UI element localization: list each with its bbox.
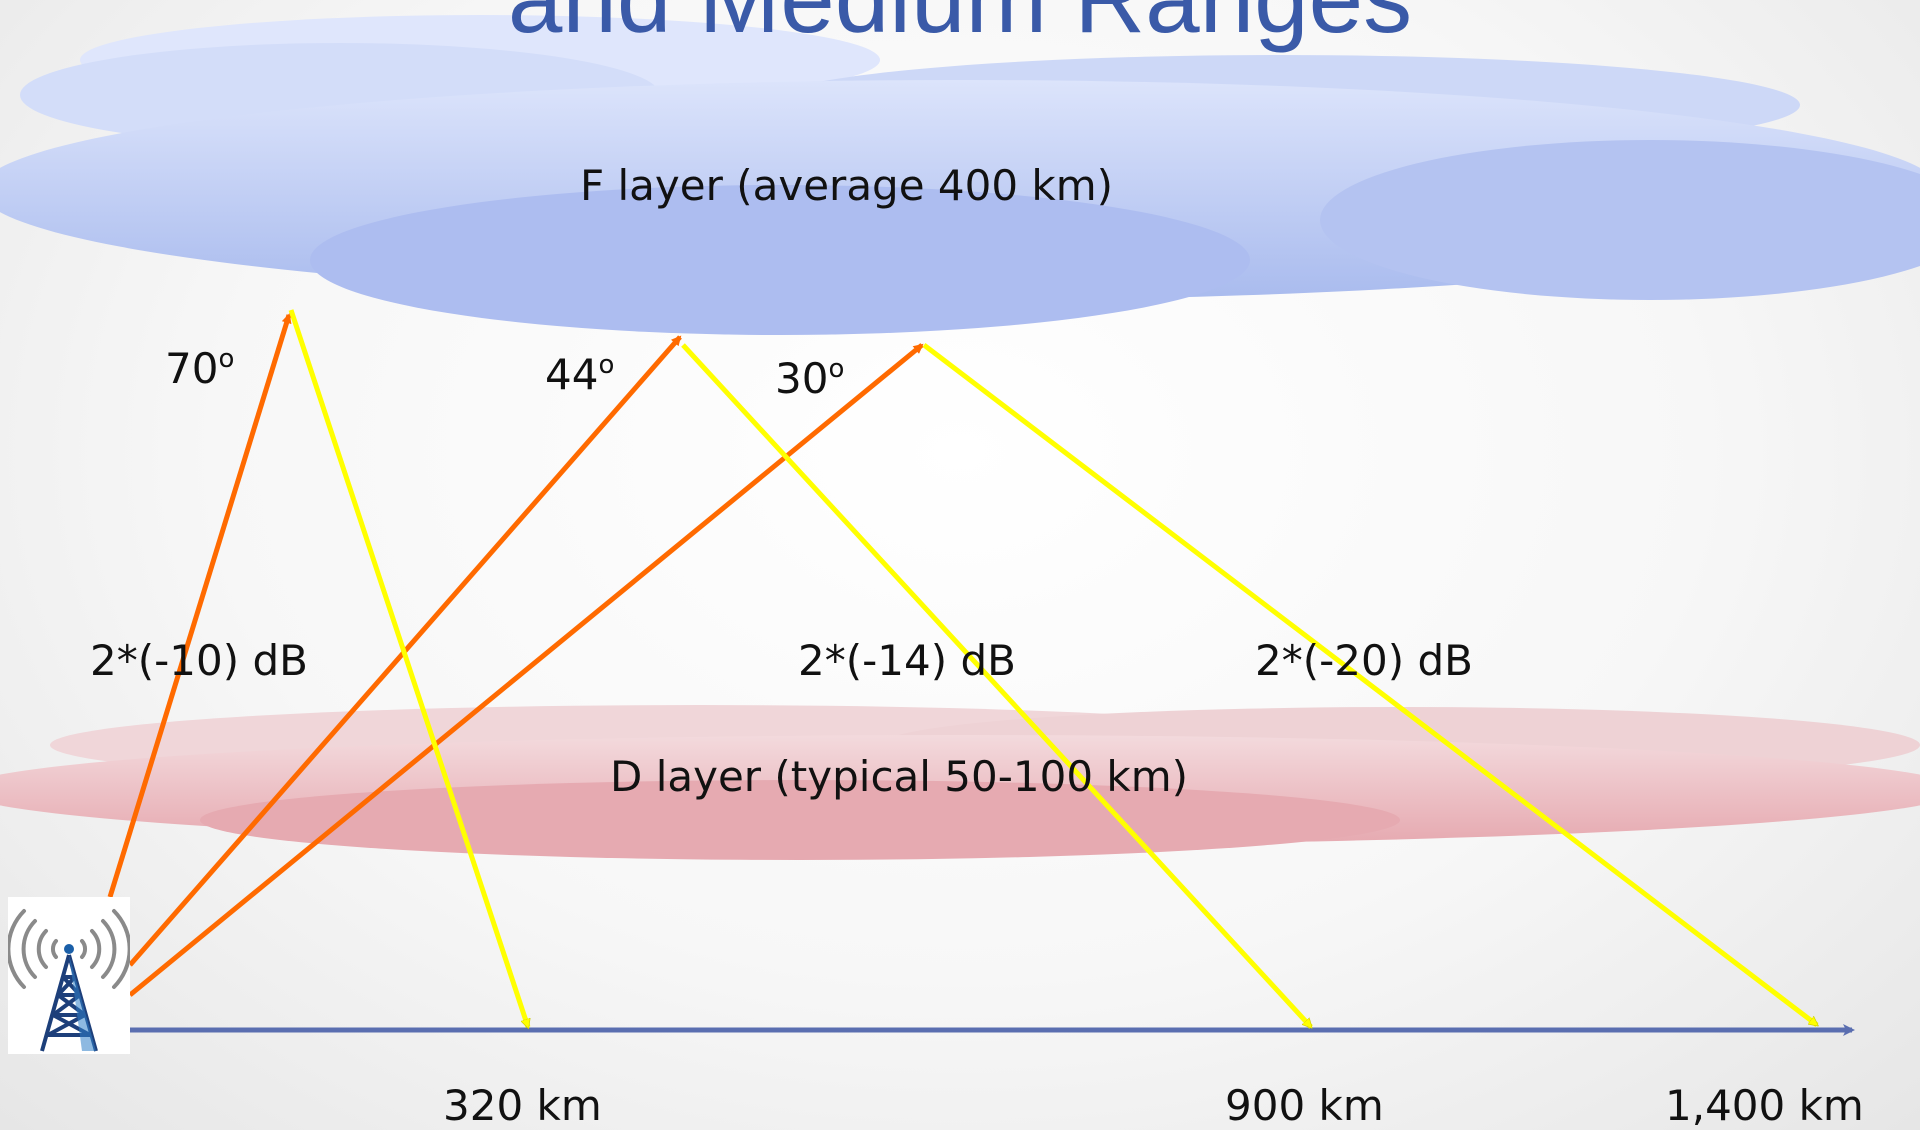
incident-ray-30: [128, 343, 924, 997]
reflected-ray-900km: [681, 343, 1313, 1027]
angle-label-44: 44o: [545, 350, 615, 399]
f-layer-label: F layer (average 400 km): [580, 161, 1114, 210]
reflected-rays: [288, 309, 1817, 1027]
distance-label-320: 320 km: [443, 1081, 602, 1130]
slide-title: and Medium Ranges: [0, 0, 1920, 55]
angle-label-30: 30o: [775, 354, 845, 403]
loss-label-44: 2*(-14) dB: [798, 636, 1016, 685]
loss-label-30: 2*(-20) dB: [1255, 636, 1473, 685]
incident-ray-70: [107, 313, 292, 898]
f-layer-cloud: [0, 15, 1920, 335]
reflected-ray-320km: [288, 309, 528, 1027]
reflected-ray-1400km: [922, 343, 1817, 1027]
distance-label-900: 900 km: [1225, 1081, 1384, 1130]
radio-tower-icon: [6, 897, 132, 1054]
distance-label-1400: 1,400 km: [1665, 1081, 1864, 1130]
d-layer-label: D layer (typical 50-100 km): [610, 752, 1189, 801]
d-layer-cloud: [0, 705, 1920, 860]
loss-label-70: 2*(-10) dB: [90, 636, 308, 685]
angle-label-70: 70o: [165, 344, 235, 393]
